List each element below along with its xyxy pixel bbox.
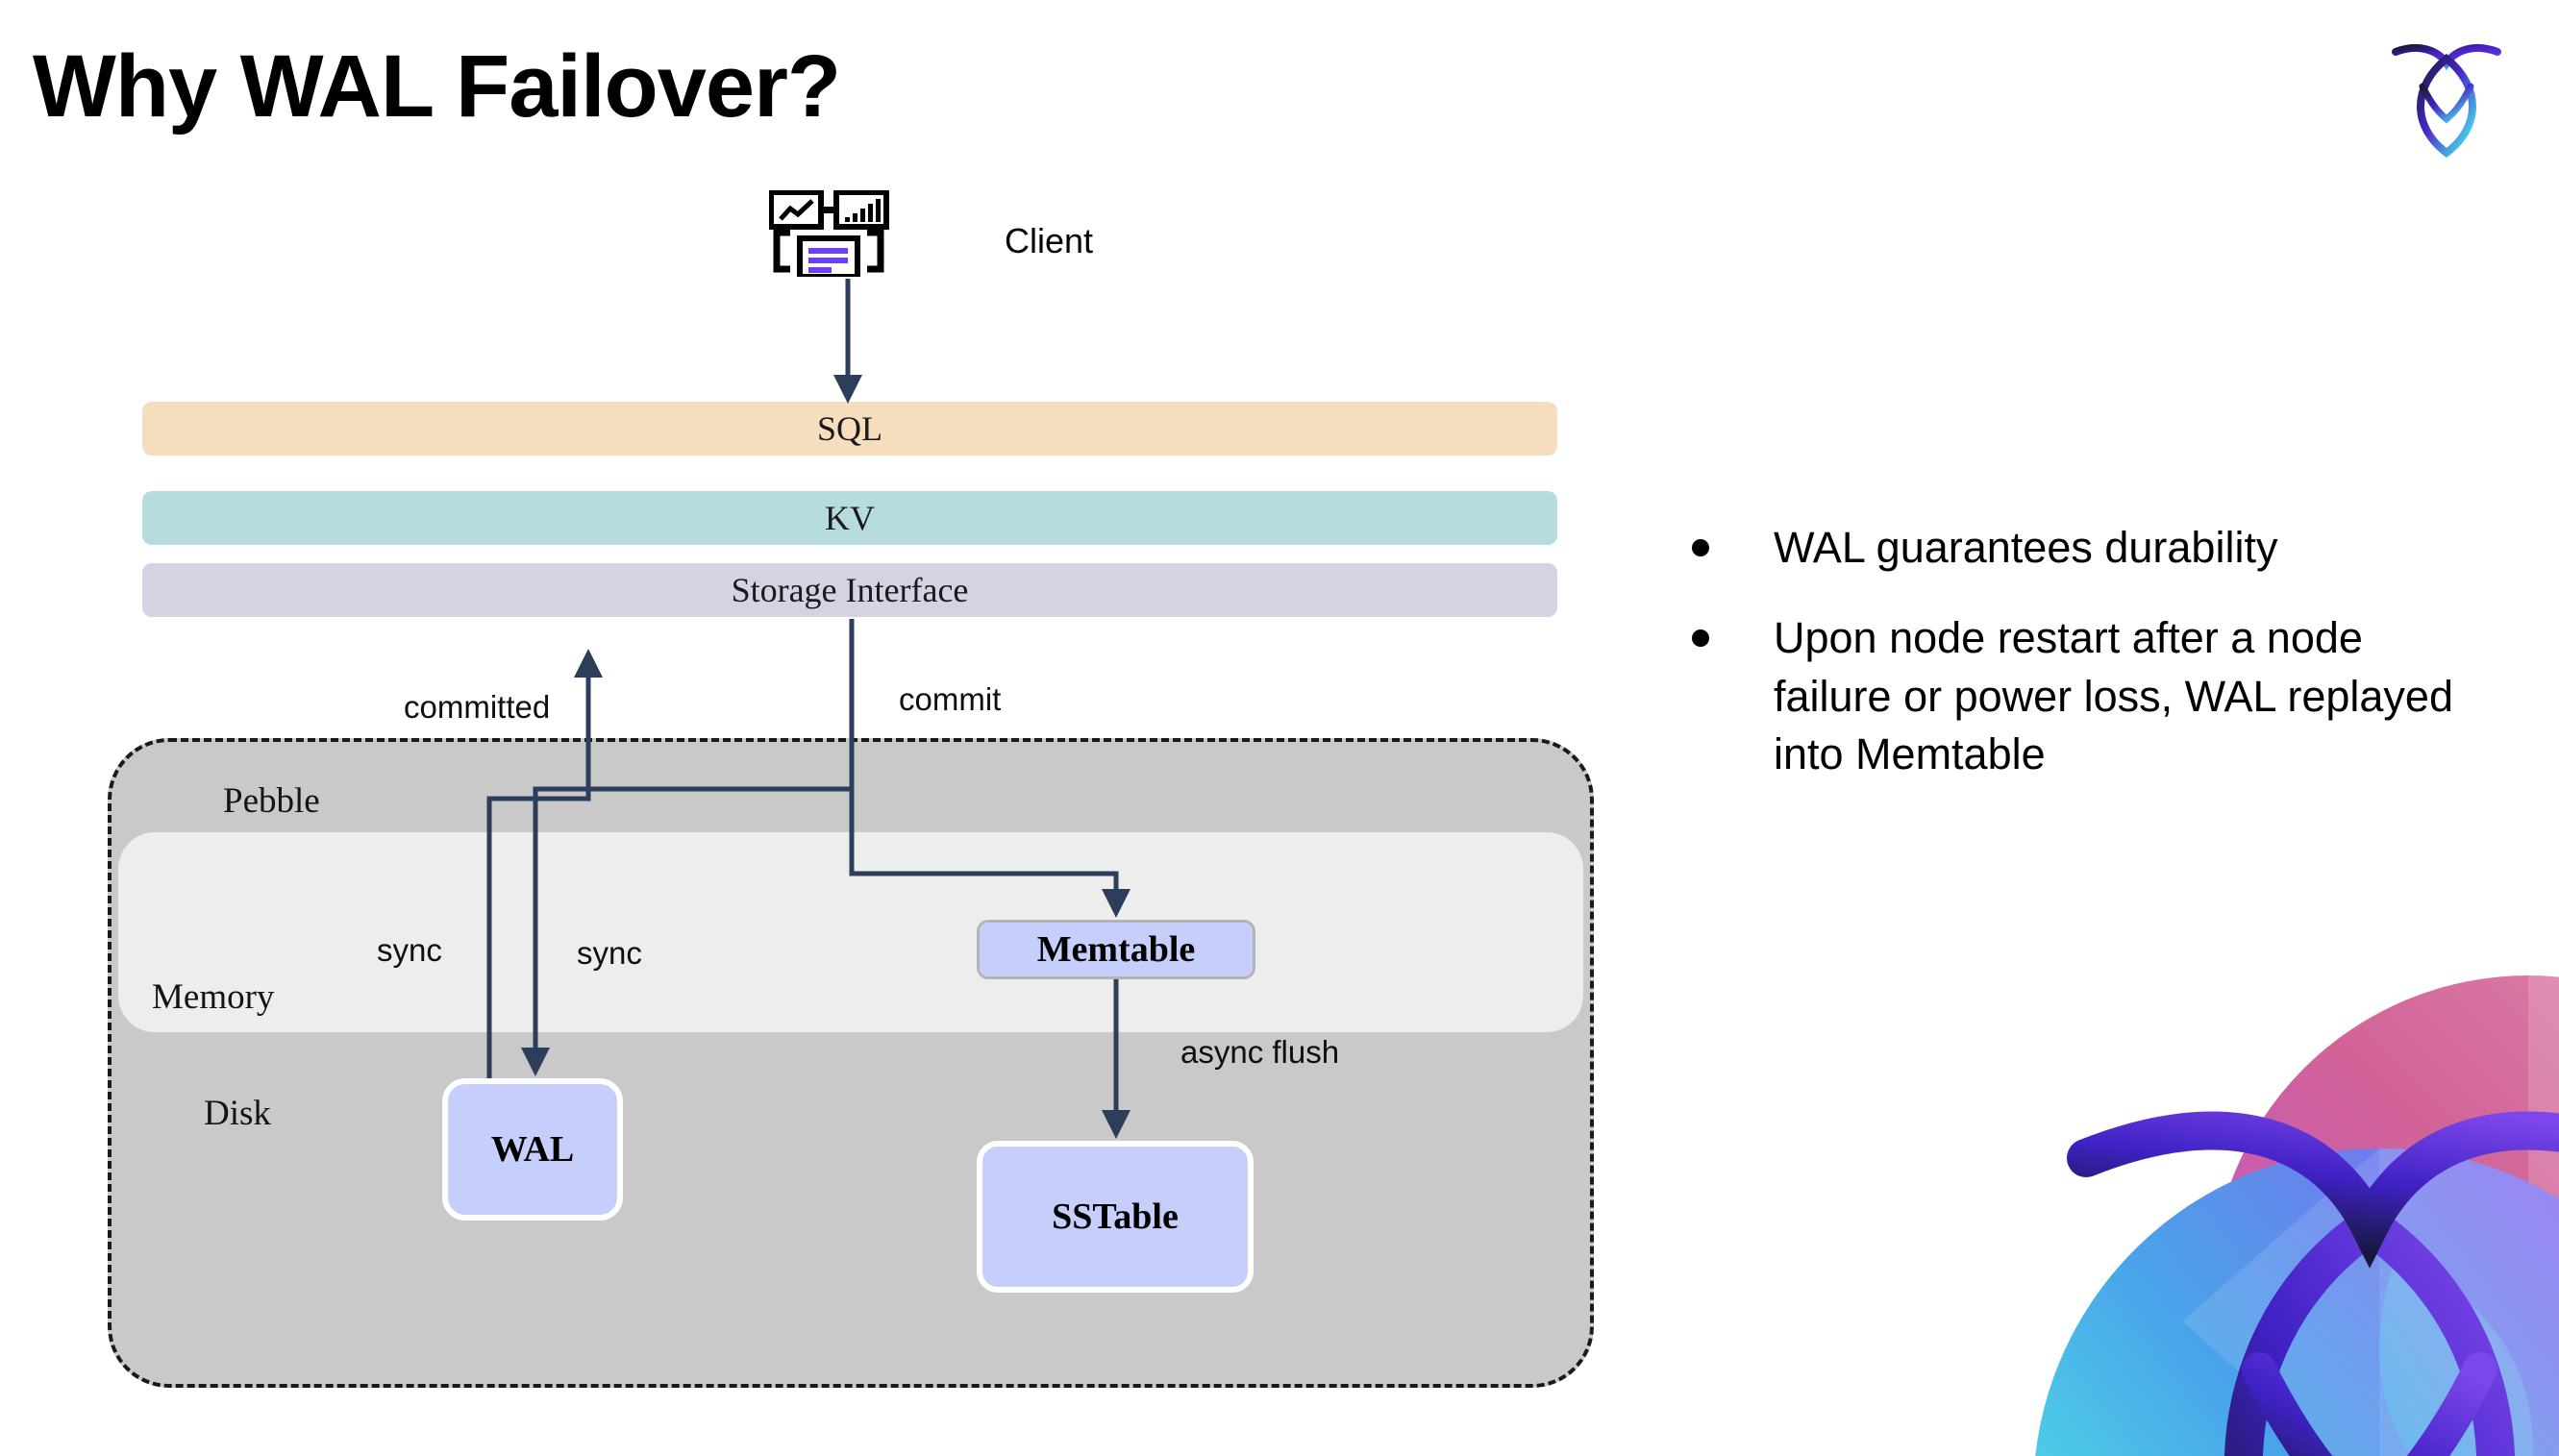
- layer-label-sql: SQL: [816, 409, 882, 448]
- page-title: Why WAL Failover?: [33, 37, 841, 136]
- cockroach-logo-watermark-icon: [1942, 918, 2559, 1456]
- layer-label-storage-interface: Storage Interface: [731, 571, 969, 609]
- bullet-text: WAL guarantees durability: [1774, 523, 2278, 572]
- layer-bar-sql: SQL: [142, 402, 1557, 456]
- edge-label-commit: commit: [899, 681, 1002, 717]
- edge-label-committed: committed: [404, 689, 551, 725]
- edge-label-sync-2: sync: [577, 935, 642, 971]
- node-sstable: SSTable: [977, 1141, 1254, 1293]
- layer-bar-kv: KV: [142, 491, 1557, 545]
- layer-bar-storage-interface: Storage Interface: [142, 563, 1557, 617]
- node-label-wal: WAL: [490, 1129, 575, 1170]
- disk-label: Disk: [204, 1094, 271, 1133]
- bullet-dot-icon: [1692, 539, 1709, 556]
- cockroach-logo-icon: [2384, 27, 2509, 161]
- edge-label-async-flush: async flush: [1180, 1034, 1340, 1070]
- node-label-sstable: SSTable: [1052, 1197, 1179, 1237]
- bullet-text: Upon node restart after a node failure o…: [1774, 613, 2453, 778]
- client-workstation-icon: [768, 189, 923, 280]
- client-label: Client: [1005, 221, 1094, 260]
- node-memtable: Memtable: [977, 920, 1255, 979]
- layer-label-kv: KV: [825, 499, 875, 537]
- edge-label-sync-1: sync: [377, 932, 442, 968]
- list-item: Upon node restart after a node failure o…: [1692, 609, 2480, 783]
- bullet-dot-icon: [1692, 629, 1709, 648]
- node-wal: WAL: [442, 1078, 623, 1221]
- pebble-label: Pebble: [223, 781, 320, 821]
- bullet-list: WAL guarantees durability Upon node rest…: [1692, 519, 2480, 816]
- node-label-memtable: Memtable: [1036, 929, 1196, 970]
- list-item: WAL guarantees durability: [1692, 519, 2480, 577]
- memory-region: [118, 832, 1583, 1032]
- memory-label: Memory: [152, 977, 275, 1017]
